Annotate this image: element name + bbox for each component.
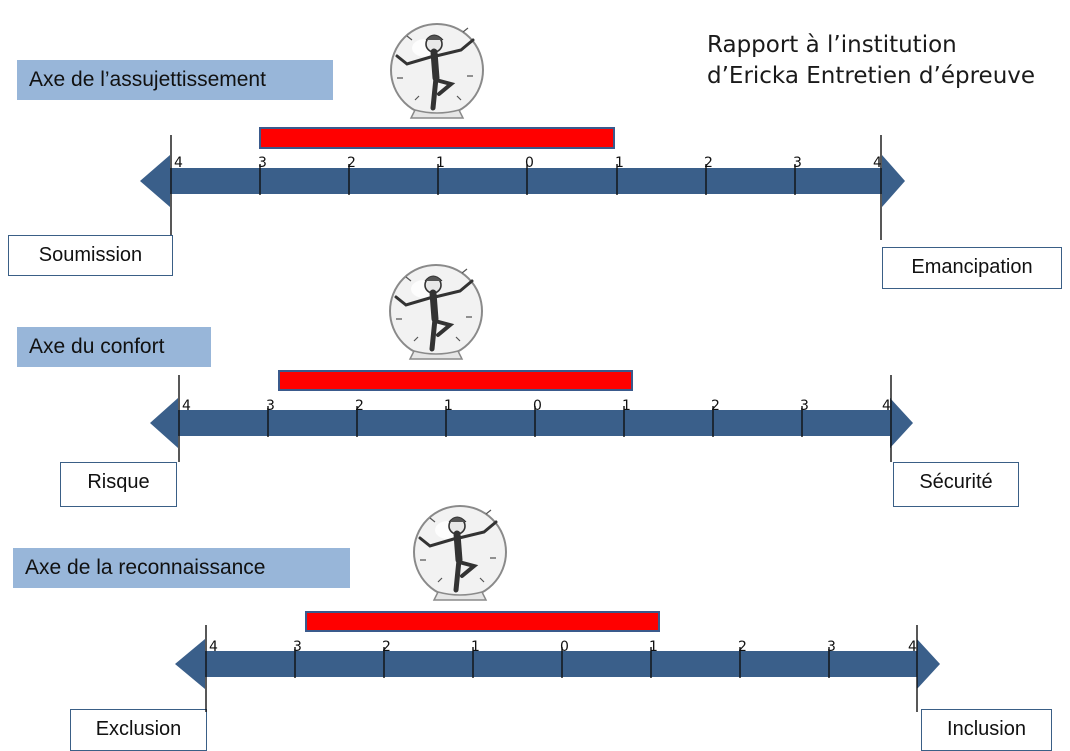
tick-marks (259, 164, 796, 195)
axis-label-reconnaissance: Axe de la reconnaissance (13, 548, 350, 588)
end-label-risque: Risque (60, 462, 177, 507)
tick-label: 1 (471, 639, 480, 655)
tick-label: 2 (382, 639, 391, 655)
figure-icon-assujettissement (391, 24, 483, 118)
end-label-securite: Sécurité (893, 462, 1019, 507)
axis-arrow (150, 398, 913, 448)
axis-arrow (140, 155, 905, 207)
tick-label: 4 (182, 398, 191, 414)
score-range-bar (278, 370, 633, 391)
tick-marks (294, 647, 830, 678)
tick-label: 1 (444, 398, 453, 414)
tick-label: 4 (209, 639, 218, 655)
tick-label: 3 (827, 639, 836, 655)
page-title: Rapport à l’institution d’Ericka Entreti… (707, 30, 1062, 92)
tick-label: 1 (622, 398, 631, 414)
title-line-1: Rapport à l’institution (707, 32, 957, 58)
tick-label: 4 (882, 398, 891, 414)
tick-label: 0 (560, 639, 569, 655)
axis-confort: 4 3 2 1 0 1 2 3 4 (150, 370, 913, 462)
axis-arrow (175, 639, 940, 689)
tick-label: 3 (793, 155, 802, 171)
axis-reconnaissance: 4 3 2 1 0 1 2 3 4 (175, 611, 940, 712)
tick-label: 4 (873, 155, 882, 171)
tick-label: 1 (649, 639, 658, 655)
tick-label: 3 (258, 155, 267, 171)
end-label-inclusion: Inclusion (921, 709, 1052, 751)
score-range-bar (305, 611, 660, 632)
figure-icon-reconnaissance (414, 506, 506, 600)
tick-label: 3 (266, 398, 275, 414)
tick-label: 4 (908, 639, 917, 655)
end-label-emancipation: Emancipation (882, 247, 1062, 289)
axis-label-confort: Axe du confort (17, 327, 211, 367)
axis-label-assujettissement: Axe de l’assujettissement (17, 60, 333, 100)
tick-label: 2 (738, 639, 747, 655)
axis-assujettissement: 4 3 2 1 0 1 2 3 4 (140, 127, 905, 240)
tick-label: 2 (347, 155, 356, 171)
tick-label: 1 (615, 155, 624, 171)
tick-label: 4 (174, 155, 183, 171)
title-line-2: d’Ericka Entretien d’épreuve (707, 63, 1036, 89)
tick-label: 3 (293, 639, 302, 655)
score-range-bar (259, 127, 615, 149)
tick-label: 2 (704, 155, 713, 171)
end-label-exclusion: Exclusion (70, 709, 207, 751)
end-label-soumission: Soumission (8, 235, 173, 276)
tick-marks (267, 406, 803, 437)
tick-label: 2 (711, 398, 720, 414)
tick-label: 0 (533, 398, 542, 414)
figure-icon-confort (390, 265, 482, 359)
tick-label: 3 (800, 398, 809, 414)
tick-label: 1 (436, 155, 445, 171)
tick-label: 0 (525, 155, 534, 171)
tick-label: 2 (355, 398, 364, 414)
